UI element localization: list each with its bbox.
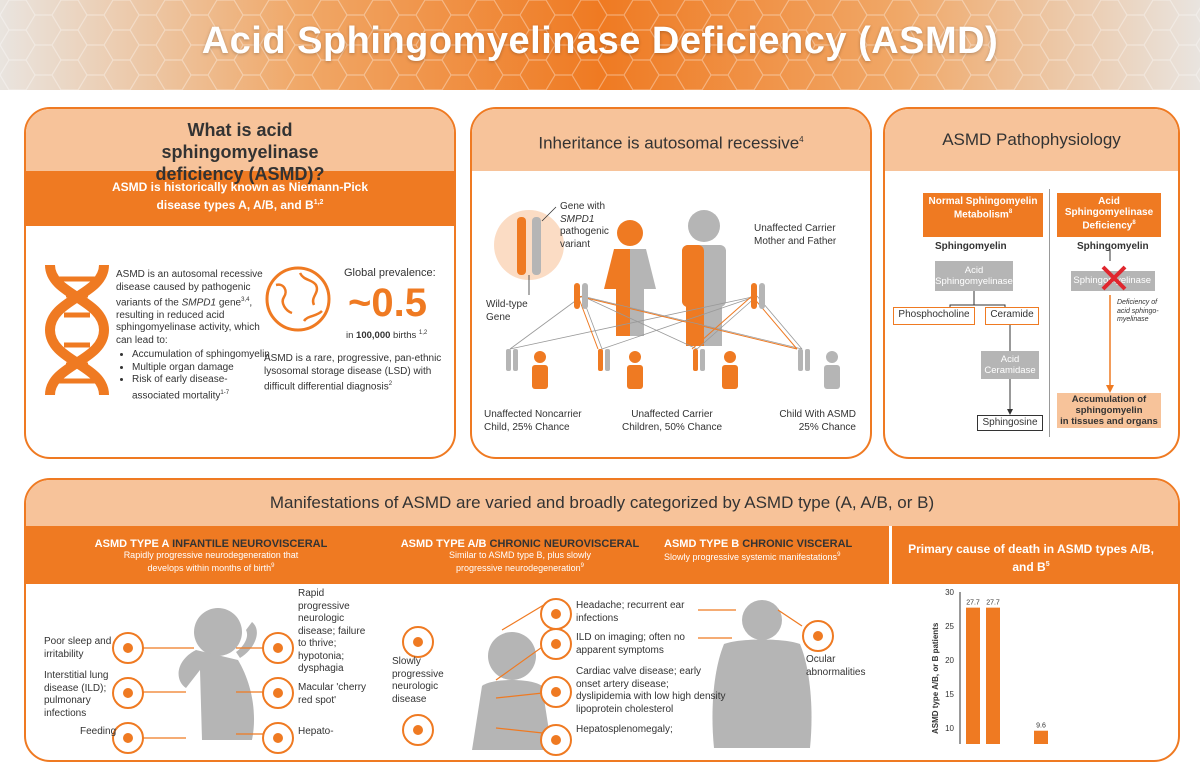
chart-y-tick-label: 25 xyxy=(945,622,954,631)
deficiency-box: Acid Sphingomyelinase Deficiency8 xyxy=(1057,193,1161,237)
chart-y-tick-label: 30 xyxy=(945,588,954,597)
acid-ceramidase-box: Acid Ceramidase xyxy=(981,351,1039,379)
infant-item-sleep: Poor sleep and irritability xyxy=(44,636,112,660)
page-title: Acid Sphingomyelinase Deficiency (ASMD) xyxy=(201,20,999,62)
ocular-icon xyxy=(802,620,834,652)
chart-value-label: 27.7 xyxy=(966,600,980,607)
child-carrier-label: Unaffected Carrier Children, 50% Chance xyxy=(621,409,723,433)
prevalence-value: ~0.5 xyxy=(348,281,427,325)
brain-icon xyxy=(112,632,144,664)
type-b-header: ASMD TYPE B CHRONIC VISCERAL Slowly prog… xyxy=(664,538,853,562)
chart-y-axis-label: ASMD type A/B, or B patients xyxy=(931,622,940,734)
chart-bar xyxy=(986,607,1000,744)
what-heading: What is acid sphingomyelinase deficiency… xyxy=(26,109,454,184)
chart-bar xyxy=(966,607,980,744)
chart-y-tick-label: 15 xyxy=(945,690,954,699)
infant-item-neuro: Rapid progressive neurologic disease; fa… xyxy=(298,588,366,674)
adult-item-cardiac: Cardiac valve disease; early onset arter… xyxy=(576,666,726,715)
asmd-description: ASMD is an autosomal recessive disease c… xyxy=(116,269,274,403)
globe-icon xyxy=(265,266,331,332)
death-header-divider xyxy=(889,526,892,760)
hexagon-pattern xyxy=(0,0,1200,90)
column-divider xyxy=(1049,189,1050,437)
type-ab-header: ASMD TYPE A/B CHRONIC NEUROVISCERAL Simi… xyxy=(400,538,640,573)
adult-item-hepato: Hepatosplenomegaly; xyxy=(576,724,673,735)
type-a-header: ASMD TYPE A INFANTILE NEUROVISCERAL Rapi… xyxy=(94,538,328,573)
chart-value-label: 9.6 xyxy=(1036,723,1046,730)
adult-silhouette xyxy=(712,600,812,748)
mother-figure xyxy=(604,220,656,336)
child-asmd-label: Child With ASMD 25% Chance xyxy=(779,409,856,433)
inheritance-panel: Inheritance is autosomal recessive4 xyxy=(470,107,872,459)
neuro-icon xyxy=(262,632,294,664)
sm-left: Sphingomyelin xyxy=(935,241,1007,252)
spleen-icon xyxy=(540,724,572,756)
ocular-label: Ocular abnormalities xyxy=(806,654,866,678)
inheritance-heading: Inheritance is autosomal recessive4 xyxy=(472,109,870,171)
parents-label: Unaffected Carrier Mother and Father xyxy=(754,223,837,247)
manifestations-panel: Manifestations of ASMD are varied and br… xyxy=(24,478,1180,762)
chart-y-tick-label: 10 xyxy=(945,724,954,733)
gene-pair-icon xyxy=(517,217,541,275)
adult-lines xyxy=(495,599,803,735)
infant-item-feeding: Feeding xyxy=(80,726,117,737)
manifestations-heading: Manifestations of ASMD are varied and br… xyxy=(26,480,1178,526)
pathophysiology-panel: ASMD Pathophysiology Normal Sphingomyeli… xyxy=(883,107,1180,459)
known-as-bar: ASMD is historically known as Niemann-Pi… xyxy=(26,171,454,226)
head-icon xyxy=(540,598,572,630)
lung-icon xyxy=(540,628,572,660)
chart-y-tick-label: 20 xyxy=(945,656,954,665)
title-banner: Acid Sphingomyelinase Deficiency (ASMD) xyxy=(0,0,1200,90)
chart-value-label: 27.7 xyxy=(986,600,1000,607)
enzyme-left: Acid Sphingomyelinase xyxy=(935,261,1013,291)
types-bar xyxy=(26,526,1178,584)
prevalence-unit: in 100,000 births 1,2 xyxy=(346,330,428,342)
patho-heading: ASMD Pathophysiology xyxy=(885,109,1178,171)
dna-icon xyxy=(44,265,110,395)
what-is-asmd-panel: What is acid sphingomyelinase deficiency… xyxy=(24,107,456,459)
infant-item-macular: Macular 'cherry red spot' xyxy=(298,682,367,706)
bullet-accumulation: Accumulation of sphingomyelin xyxy=(132,349,274,362)
adult-item-headache: Headache; recurrent ear infections xyxy=(576,600,685,624)
deficiency-note: Deficiency of acid sphingo-myelinase xyxy=(1117,299,1159,323)
bullet-mortality: Risk of early disease-associated mortali… xyxy=(132,374,274,402)
phosphocholine-box: Phosphocholine xyxy=(893,307,975,325)
prevalence-label: Global prevalence: xyxy=(344,267,436,279)
child-brain-icon xyxy=(402,626,434,658)
ceramide-box: Ceramide xyxy=(985,307,1039,325)
infant-item-hepato: Hepato- xyxy=(298,726,334,737)
adult-item-ild: ILD on imaging; often no apparent sympto… xyxy=(576,632,685,656)
lungs-icon xyxy=(112,677,144,709)
child-noncarrier-label: Unaffected Noncarrier Child, 25% Chance xyxy=(484,409,582,433)
sm-right: Sphingomyelin xyxy=(1077,241,1149,252)
child-item-neuro: Slowly progressive neurologic disease xyxy=(392,656,444,705)
infant-silhouette xyxy=(178,608,257,740)
lsd-description: ASMD is a rare, progressive, pan-ethnic … xyxy=(264,353,442,393)
infant-item-ild: Interstitial lung disease (ILD); pulmona… xyxy=(44,670,109,719)
inheritance-diagram xyxy=(494,206,840,389)
wild-type-label: Wild-type Gene xyxy=(486,299,528,323)
heart-icon xyxy=(540,676,572,708)
blocked-x-icon xyxy=(1101,265,1127,291)
normal-metabolism-box: Normal Sphingomyelin Metabolism8 xyxy=(923,193,1043,237)
death-header: Primary cause of death in ASMD types A/B… xyxy=(908,542,1154,574)
bullet-organ-damage: Multiple organ damage xyxy=(132,362,274,375)
eye-icon xyxy=(262,677,294,709)
sphingosine-box: Sphingosine xyxy=(977,415,1043,431)
